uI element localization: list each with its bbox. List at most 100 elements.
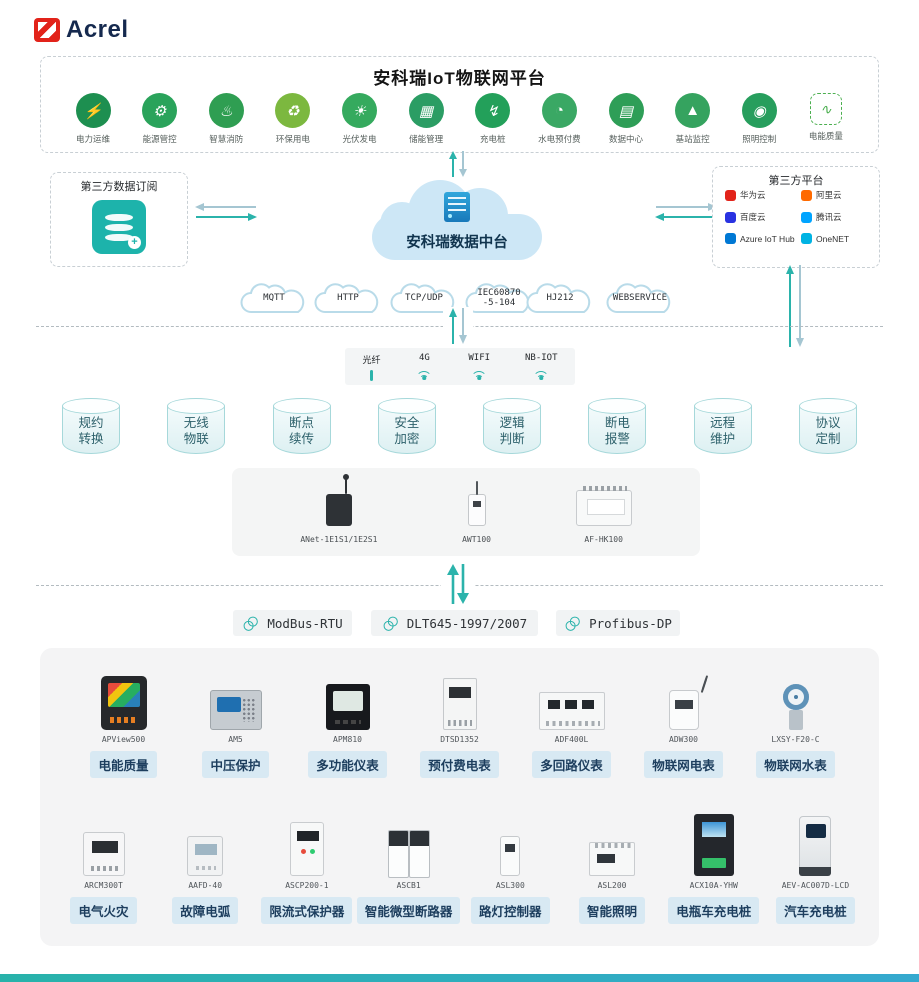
device-model: ARCM300T bbox=[84, 881, 123, 890]
bus-protocol-dlt645: DLT645-1997/2007 bbox=[371, 610, 538, 636]
device-category: 电能质量 bbox=[90, 751, 157, 778]
vendor-onenet: OneNET bbox=[801, 233, 873, 244]
device-category: 智能微型断路器 bbox=[356, 897, 461, 924]
bus-protocol-label: DLT645-1997/2007 bbox=[406, 615, 528, 631]
app-label: 电能质量 bbox=[808, 131, 843, 141]
up-down-arrow bbox=[443, 307, 473, 350]
gateway-box: ANet-1E1S1/1E2S1 AWT100 AF-HK100 bbox=[232, 468, 700, 556]
aafd40-image bbox=[187, 836, 224, 876]
eco-power-icon: ♻ bbox=[275, 93, 311, 128]
device-acx10a: ACX10A-YHW 电瓶车充电桩 bbox=[664, 812, 763, 924]
app-label: 能源管控 bbox=[142, 134, 177, 144]
acrel-logo: Acrel bbox=[34, 16, 129, 44]
left-right-arrow bbox=[654, 200, 718, 229]
vendor-huawei-cloud: 华为云 bbox=[725, 189, 797, 201]
device-category: 故障电弧 bbox=[172, 897, 239, 924]
app-label: 充电桩 bbox=[479, 134, 506, 144]
protocol-label: MQTT bbox=[263, 293, 285, 303]
link-icon bbox=[241, 614, 259, 632]
conn-4g: 4G bbox=[415, 353, 433, 381]
device-model: APM810 bbox=[333, 735, 362, 744]
tencent-cloud-icon bbox=[801, 211, 812, 223]
capability-label: 逻辑判断 bbox=[499, 416, 525, 447]
app-label: 基站监控 bbox=[675, 134, 710, 144]
vendor-baidu-cloud: 百度云 bbox=[725, 211, 797, 223]
conn-label: 4G bbox=[419, 352, 430, 363]
gateway-model: AF-HK100 bbox=[584, 535, 623, 544]
lighting-icon: ◉ bbox=[741, 93, 777, 128]
anet-gateway-image bbox=[325, 474, 352, 526]
device-model: ASL200 bbox=[597, 881, 627, 890]
huawei-cloud-icon bbox=[725, 189, 736, 201]
app-label: 储能管理 bbox=[409, 134, 444, 144]
link-icon bbox=[563, 614, 581, 632]
protocol-label: HTTP bbox=[337, 293, 359, 303]
device-category: 多功能仪表 bbox=[308, 751, 387, 778]
device-model: ASL300 bbox=[495, 881, 525, 890]
ascp200-image bbox=[289, 822, 324, 876]
protocol-label: TCP/UDP bbox=[405, 293, 443, 303]
connectivity-bar: 光纤 4G WIFI NB-IOT bbox=[345, 348, 575, 385]
energy-mgmt-icon: ⚙ bbox=[142, 93, 178, 128]
capability-label: 无线物联 bbox=[183, 416, 209, 447]
power-ops-icon: ⚡ bbox=[75, 93, 111, 128]
adf400l-image bbox=[538, 692, 605, 730]
device-category: 物联网电表 bbox=[644, 751, 723, 778]
device-asl200: ASL200 智能照明 bbox=[563, 812, 662, 924]
vendor-label: 华为云 bbox=[740, 190, 766, 200]
third-party-subscription-box: 第三方数据订阅 + bbox=[50, 172, 188, 267]
4g-signal-icon bbox=[415, 367, 433, 380]
up-down-arrow-tall bbox=[783, 264, 807, 353]
dtsd1352-image bbox=[442, 678, 477, 730]
onenet-icon bbox=[801, 233, 812, 244]
azure-icon bbox=[725, 233, 736, 244]
device-category: 电瓶车充电桩 bbox=[668, 897, 760, 924]
ascb1-image bbox=[387, 830, 430, 878]
app-storage: ▦储能管理 bbox=[394, 93, 458, 145]
base-station-icon: ▲ bbox=[675, 93, 711, 128]
app-label: 水电预付费 bbox=[538, 134, 581, 144]
bus-protocol-profibus: Profibus-DP bbox=[556, 610, 680, 636]
conn-label: WIFI bbox=[468, 352, 491, 363]
power-quality-icon: ∿ bbox=[809, 93, 842, 125]
vendor-label: OneNET bbox=[816, 233, 850, 244]
conn-fiber: 光纤 bbox=[362, 353, 380, 381]
platform-title: 安科瑞IoT物联网平台 bbox=[373, 69, 546, 88]
water-meter-image bbox=[779, 684, 813, 730]
subscription-title: 第三方数据订阅 bbox=[80, 181, 158, 193]
am5-image bbox=[209, 690, 262, 730]
app-lighting: ◉ 照明控制 bbox=[727, 93, 791, 145]
app-power-quality: ∿ 电能质量 bbox=[794, 93, 858, 145]
device-category: 电气火灾 bbox=[70, 897, 137, 924]
up-down-arrow bbox=[441, 563, 475, 610]
wifi-icon bbox=[470, 367, 488, 380]
protocol-cloud-http: HTTP bbox=[310, 278, 386, 320]
awt100-gateway-image bbox=[467, 481, 486, 526]
apview500-image bbox=[100, 676, 147, 730]
device-model: ADF400L bbox=[554, 735, 589, 744]
device-category: 预付费电表 bbox=[420, 751, 499, 778]
capability-protocol-conversion: 规约转换 bbox=[62, 398, 120, 454]
capability-resume-transfer: 断点续传 bbox=[272, 398, 331, 454]
capability-custom-protocol: 协议定制 bbox=[798, 398, 857, 454]
conn-label: NB-IOT bbox=[524, 352, 558, 363]
capability-logic-judgement: 逻辑判断 bbox=[483, 398, 542, 454]
app-label: 照明控制 bbox=[742, 134, 777, 144]
protocol-cloud-mqtt: MQTT bbox=[236, 278, 312, 320]
protocol-label: IEC60870 -5-104 bbox=[477, 288, 521, 309]
fire-safety-icon: ♨ bbox=[208, 93, 244, 128]
device-category: 智能照明 bbox=[579, 897, 646, 924]
device-apm810: APM810 多功能仪表 bbox=[294, 666, 401, 778]
protocol-label: WEBSERVICE bbox=[612, 293, 668, 303]
device-model: ACX10A-YHW bbox=[689, 881, 738, 890]
vendor-label: 阿里云 bbox=[816, 190, 842, 200]
arcm300t-image bbox=[82, 832, 125, 876]
capability-encryption: 安全加密 bbox=[377, 398, 436, 454]
app-label: 数据中心 bbox=[608, 134, 643, 144]
ali-cloud-icon bbox=[801, 189, 812, 201]
capability-label: 安全加密 bbox=[394, 416, 420, 447]
